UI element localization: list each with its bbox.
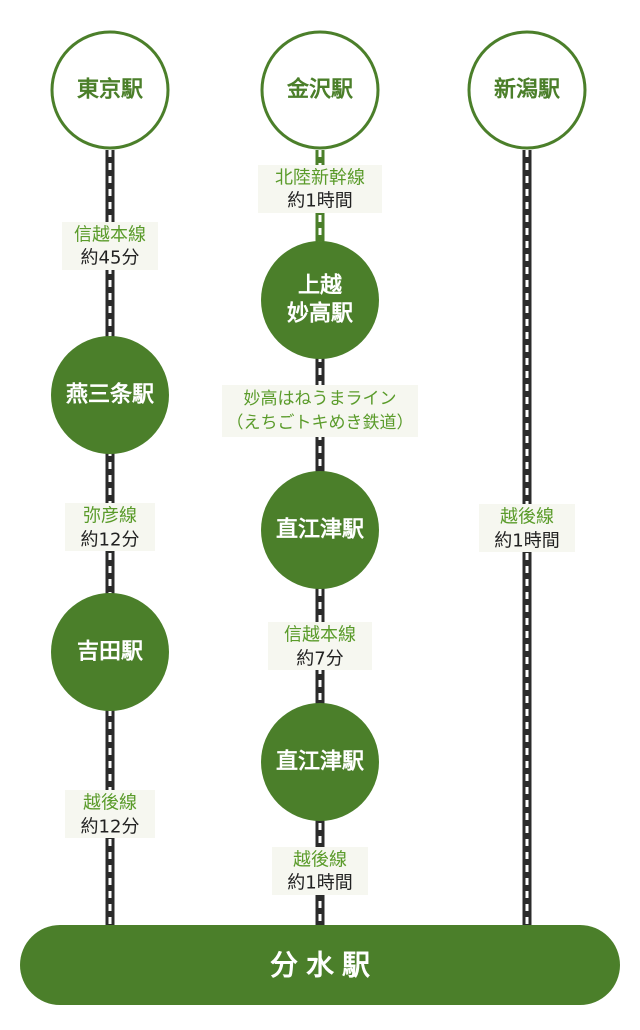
intermediate-stations: 燕三条駅 吉田駅 上越 妙高駅 直江津駅 直江津駅 — [51, 241, 379, 821]
station-name: 直江津駅 — [276, 749, 364, 775]
station-name: 直江津駅 — [276, 517, 364, 543]
station-circle — [467, 30, 587, 150]
line-name: 越後線 — [83, 793, 137, 814]
line-time: 約7分 — [296, 649, 343, 670]
destination-name: 分水駅 — [270, 949, 378, 982]
line-name: 北陸新幹線 — [275, 168, 365, 189]
line-label-bg — [65, 503, 155, 551]
station-circle — [50, 30, 170, 150]
station-name-line1: 上越 — [298, 274, 343, 299]
line-label-bg — [62, 222, 158, 270]
station-name: 東京駅 — [77, 77, 143, 103]
station-circle — [260, 30, 380, 150]
line-label-bg — [272, 847, 368, 895]
station-name-line2: 妙高駅 — [287, 301, 353, 327]
line-name: 弥彦線 — [83, 506, 137, 527]
line-time: 約1時間 — [287, 873, 352, 894]
station-name: 金沢駅 — [286, 77, 353, 103]
line-label-bg — [479, 504, 575, 552]
destination: 分水駅 — [20, 925, 620, 1005]
station-name: 新潟駅 — [494, 77, 560, 103]
line-time: 約45分 — [81, 248, 140, 269]
station-circle — [261, 471, 379, 589]
line-label-bg — [258, 165, 382, 213]
line-name: 信越本線 — [74, 225, 146, 246]
station-circle — [51, 336, 169, 454]
line-time: 約1時間 — [494, 531, 559, 552]
origin-stations: 東京駅 金沢駅 新潟駅 — [50, 30, 587, 150]
line-subname: （えちごトキめき鉄道） — [227, 413, 414, 433]
line-label-bg — [222, 385, 418, 437]
destination-pill — [20, 925, 620, 1005]
station-name: 燕三条駅 — [66, 382, 154, 408]
line-time: 約12分 — [81, 817, 140, 838]
line-name: 越後線 — [500, 507, 554, 528]
line-labels: 信越本線 約45分 弥彦線 約12分 越後線 約12分 北陸新幹線 約1時間 妙… — [62, 165, 575, 895]
line-name: 越後線 — [293, 850, 347, 871]
line-time: 約12分 — [81, 530, 140, 551]
line-label-bg — [65, 790, 155, 838]
line-name: 信越本線 — [284, 625, 356, 646]
station-circle — [51, 593, 169, 711]
station-circle — [261, 241, 379, 359]
station-circle — [261, 703, 379, 821]
line-time: 約1時間 — [287, 191, 352, 212]
line-name: 妙高はねうまライン — [244, 389, 397, 409]
station-name: 吉田駅 — [77, 639, 143, 665]
line-label-bg — [268, 622, 372, 670]
